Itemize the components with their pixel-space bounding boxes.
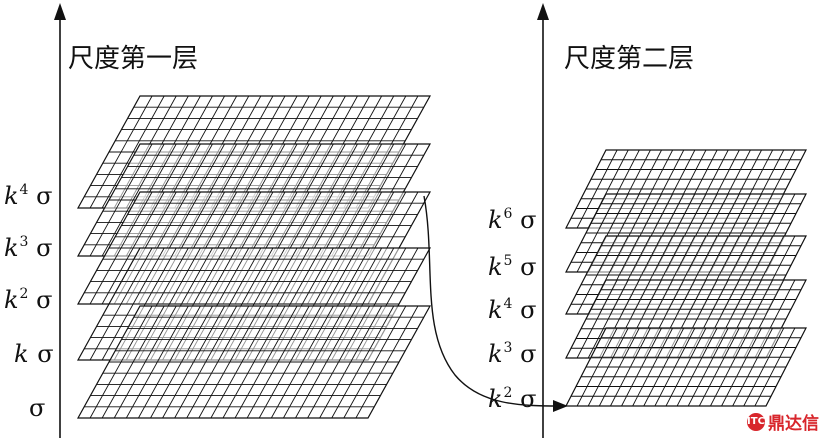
left-grid-stack xyxy=(76,95,432,419)
left-panel-title: 尺度第一层 xyxy=(68,44,199,74)
right-scale-label-k4: k4 σ xyxy=(488,296,537,324)
right-scale-label-k2: k2 σ xyxy=(488,385,537,413)
right-scale-label-k6: k6 σ xyxy=(488,206,537,234)
right-grid-layer-1 xyxy=(565,327,807,407)
right-axis-arrowhead xyxy=(537,3,549,20)
right-grid-stack xyxy=(565,149,807,407)
left-grid-layer-1 xyxy=(76,305,432,419)
left-scale-label-k: k σ xyxy=(14,340,54,368)
right-scale-label-k3: k3 σ xyxy=(488,340,537,368)
left-axis-arrowhead xyxy=(54,3,66,20)
left-scale-label-k3: k3 σ xyxy=(4,234,53,262)
left-scale-label-k4: k4 σ xyxy=(4,182,53,210)
watermark-badge-icon: ITC xyxy=(747,412,765,431)
octave-link-arrow xyxy=(423,195,561,407)
left-scale-label-sigma: σ xyxy=(29,394,46,422)
octave-link-arrowhead xyxy=(553,400,568,412)
right-panel-title: 尺度第二层 xyxy=(564,44,695,74)
watermark-logo: ITC 鼎达信 xyxy=(747,409,819,434)
left-scale-label-k2: k2 σ xyxy=(4,286,53,314)
watermark-text: 鼎达信 xyxy=(768,414,819,434)
right-scale-label-k5: k5 σ xyxy=(488,253,537,281)
